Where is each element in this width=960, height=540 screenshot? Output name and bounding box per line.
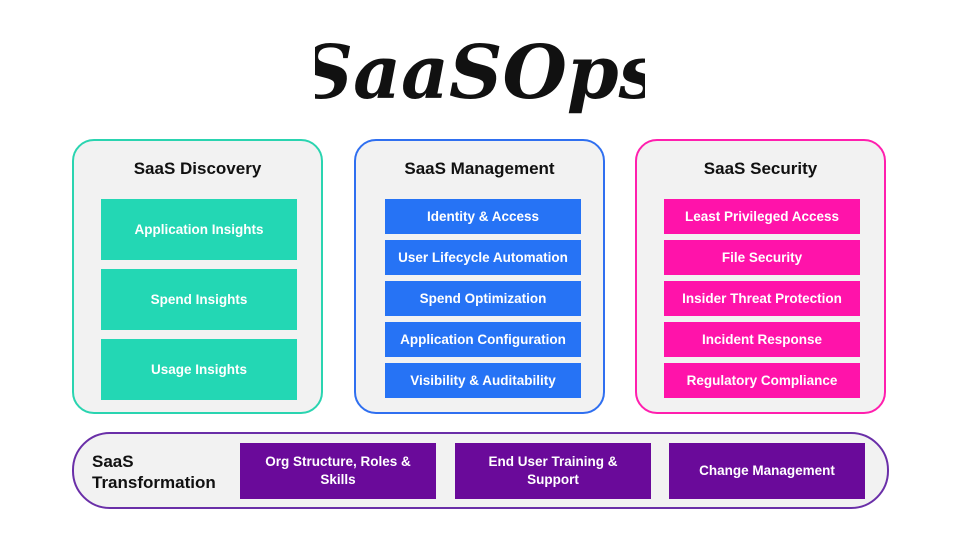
saas-management-panel: SaaS Management Identity & Access User L…	[354, 139, 605, 414]
spend-insights-box: Spend Insights	[101, 269, 297, 330]
usage-insights-box: Usage Insights	[101, 339, 297, 400]
end-user-training-box: End User Training & Support	[455, 443, 651, 499]
least-privileged-access-box: Least Privileged Access	[664, 199, 860, 234]
panel-title: SaaS Discovery	[133, 159, 262, 178]
panel-title: SaaS Management	[404, 159, 555, 178]
logo-text: SaaSOps	[315, 30, 645, 116]
application-configuration-box: Application Configuration	[385, 322, 581, 357]
saas-discovery-panel: SaaS Discovery Application Insights Spen…	[72, 139, 323, 414]
identity-access-box: Identity & Access	[385, 199, 581, 234]
file-security-box: File Security	[664, 240, 860, 275]
saasops-logo: SaaSOps	[315, 30, 645, 116]
saas-transformation-panel: SaaS Transformation Org Structure, Roles…	[72, 432, 889, 509]
transformation-title: SaaS Transformation	[92, 452, 216, 492]
panel-title: SaaS Security	[703, 159, 818, 178]
regulatory-compliance-box: Regulatory Compliance	[664, 363, 860, 398]
visibility-auditability-box: Visibility & Auditability	[385, 363, 581, 398]
org-structure-box: Org Structure, Roles & Skills	[240, 443, 436, 499]
insider-threat-protection-box: Insider Threat Protection	[664, 281, 860, 316]
incident-response-box: Incident Response	[664, 322, 860, 357]
saas-security-panel: SaaS Security Least Privileged Access Fi…	[635, 139, 886, 414]
user-lifecycle-automation-box: User Lifecycle Automation	[385, 240, 581, 275]
application-insights-box: Application Insights	[101, 199, 297, 260]
change-management-box: Change Management	[669, 443, 865, 499]
spend-optimization-box: Spend Optimization	[385, 281, 581, 316]
